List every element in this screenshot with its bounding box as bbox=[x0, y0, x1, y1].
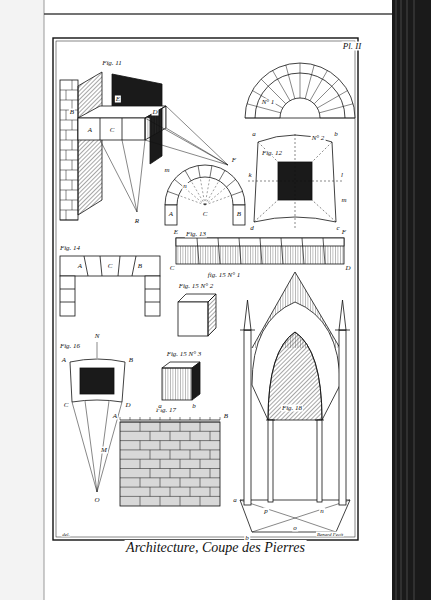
figure-label: Fig. 15 N° 3 bbox=[166, 351, 203, 358]
point-letter: C bbox=[63, 402, 70, 409]
point-letter: E bbox=[115, 96, 121, 103]
point-letter: C bbox=[109, 127, 116, 134]
fig17-wall bbox=[120, 417, 220, 506]
fig12-voussoir bbox=[248, 134, 342, 230]
fig11-wall bbox=[60, 72, 228, 220]
point-letter: d bbox=[249, 225, 255, 232]
page-stack-lines bbox=[396, 0, 414, 600]
page-top-edge bbox=[44, 13, 392, 15]
point-letter: c bbox=[335, 225, 340, 232]
fig15-block-3 bbox=[162, 362, 200, 400]
figure-label: fig. 15 N° 1 bbox=[207, 272, 241, 279]
gutter-line bbox=[44, 0, 45, 600]
fig18-canopy bbox=[240, 272, 350, 532]
figure-label: Fig. 18 bbox=[281, 405, 303, 412]
fig14-lintel bbox=[60, 256, 160, 316]
point-letter: D bbox=[124, 402, 131, 409]
engraver-credit: Benard Fecit bbox=[316, 532, 344, 537]
fig13-arch bbox=[165, 165, 245, 225]
point-letter: o bbox=[292, 525, 298, 532]
point-letter: C bbox=[202, 211, 209, 218]
point-letter: F bbox=[341, 229, 347, 236]
fig11-courses bbox=[60, 80, 78, 220]
point-letter: A bbox=[168, 211, 174, 218]
point-letter: p bbox=[263, 508, 269, 515]
point-letter: B bbox=[137, 263, 143, 270]
point-letter: O bbox=[93, 497, 100, 504]
point-letter: A bbox=[87, 127, 93, 134]
point-letter: C bbox=[169, 265, 176, 272]
plate-frame bbox=[53, 38, 358, 540]
point-letter: D bbox=[344, 265, 351, 272]
point-letter: M bbox=[100, 447, 108, 454]
point-letter: F bbox=[231, 157, 237, 164]
fig16-voussoir bbox=[70, 342, 125, 492]
point-letter: A bbox=[112, 413, 118, 420]
point-letter: b bbox=[333, 131, 339, 138]
figure-label: N° 1 bbox=[261, 99, 276, 106]
point-letter: B bbox=[128, 357, 134, 364]
figure-label: Fig. 12 bbox=[261, 150, 283, 157]
point-letter: a bbox=[157, 403, 163, 410]
point-letter: A bbox=[61, 357, 67, 364]
point-letter: C bbox=[107, 263, 114, 270]
point-letter: n bbox=[182, 183, 188, 190]
engraver-credit: del. bbox=[61, 532, 70, 537]
point-letter: m bbox=[163, 167, 170, 174]
point-letter: B bbox=[236, 211, 242, 218]
plate-number: Pl. II bbox=[342, 42, 363, 51]
fig15-block-2 bbox=[178, 294, 216, 336]
figure-label: Fig. 16 bbox=[59, 343, 81, 350]
point-letter: E bbox=[173, 229, 179, 236]
point-letter: a bbox=[232, 497, 238, 504]
figure-label: Fig. 15 N° 2 bbox=[178, 283, 215, 290]
fig15-beam bbox=[176, 238, 344, 264]
point-letter: n bbox=[319, 508, 325, 515]
fig12-protractor bbox=[245, 63, 355, 118]
point-letter: A bbox=[77, 263, 83, 270]
plate-caption: Architecture, Coupe des Pierres bbox=[124, 540, 307, 556]
point-letter: k bbox=[247, 172, 252, 179]
point-letter: b bbox=[191, 403, 197, 410]
point-letter: N bbox=[94, 333, 101, 340]
point-letter: m bbox=[340, 197, 347, 204]
figure-label: Fig. 13 bbox=[185, 231, 207, 238]
point-letter: B bbox=[69, 109, 75, 116]
page-stack bbox=[392, 0, 431, 600]
point-letter: R bbox=[134, 218, 140, 225]
point-letter: l bbox=[340, 172, 344, 179]
figure-label: Fig. 11 bbox=[101, 60, 123, 67]
plate-inner-frame bbox=[56, 41, 355, 537]
point-letter: a bbox=[251, 131, 257, 138]
figure-label: Fig. 14 bbox=[59, 245, 81, 252]
point-letter: D bbox=[151, 109, 158, 116]
point-letter: B bbox=[223, 413, 229, 420]
left-page bbox=[0, 0, 44, 600]
figure-label: N° 2 bbox=[311, 135, 326, 142]
